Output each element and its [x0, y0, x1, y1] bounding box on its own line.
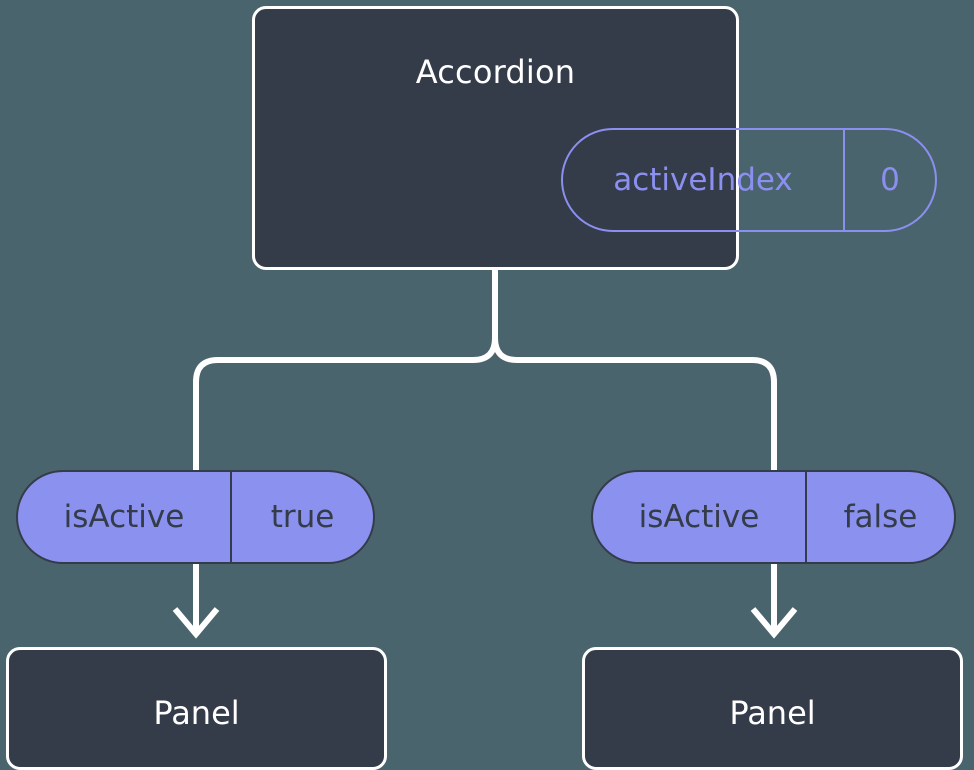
prop-pill-is-active-true-value: true — [270, 499, 335, 535]
node-panel-right[interactable]: Panel — [582, 647, 963, 770]
state-pill-active-index[interactable]: activeIndex 0 — [561, 128, 937, 232]
state-pill-active-index-value: 0 — [880, 162, 900, 198]
node-panel-right-title: Panel — [729, 694, 816, 732]
node-panel-left-title: Panel — [153, 694, 240, 732]
state-pill-active-index-key: activeIndex — [563, 130, 845, 230]
prop-pill-is-active-false-value: false — [843, 499, 918, 535]
node-accordion[interactable]: Accordion activeIndex 0 — [252, 6, 937, 270]
prop-pill-is-active-false[interactable]: isActive false — [591, 470, 956, 564]
node-panel-left[interactable]: Panel — [6, 647, 387, 770]
node-accordion-title: Accordion — [415, 53, 576, 91]
prop-pill-is-active-true[interactable]: isActive true — [16, 470, 375, 564]
prop-pill-is-active-false-key: isActive — [593, 472, 807, 562]
prop-pill-is-active-true-key: isActive — [18, 472, 232, 562]
